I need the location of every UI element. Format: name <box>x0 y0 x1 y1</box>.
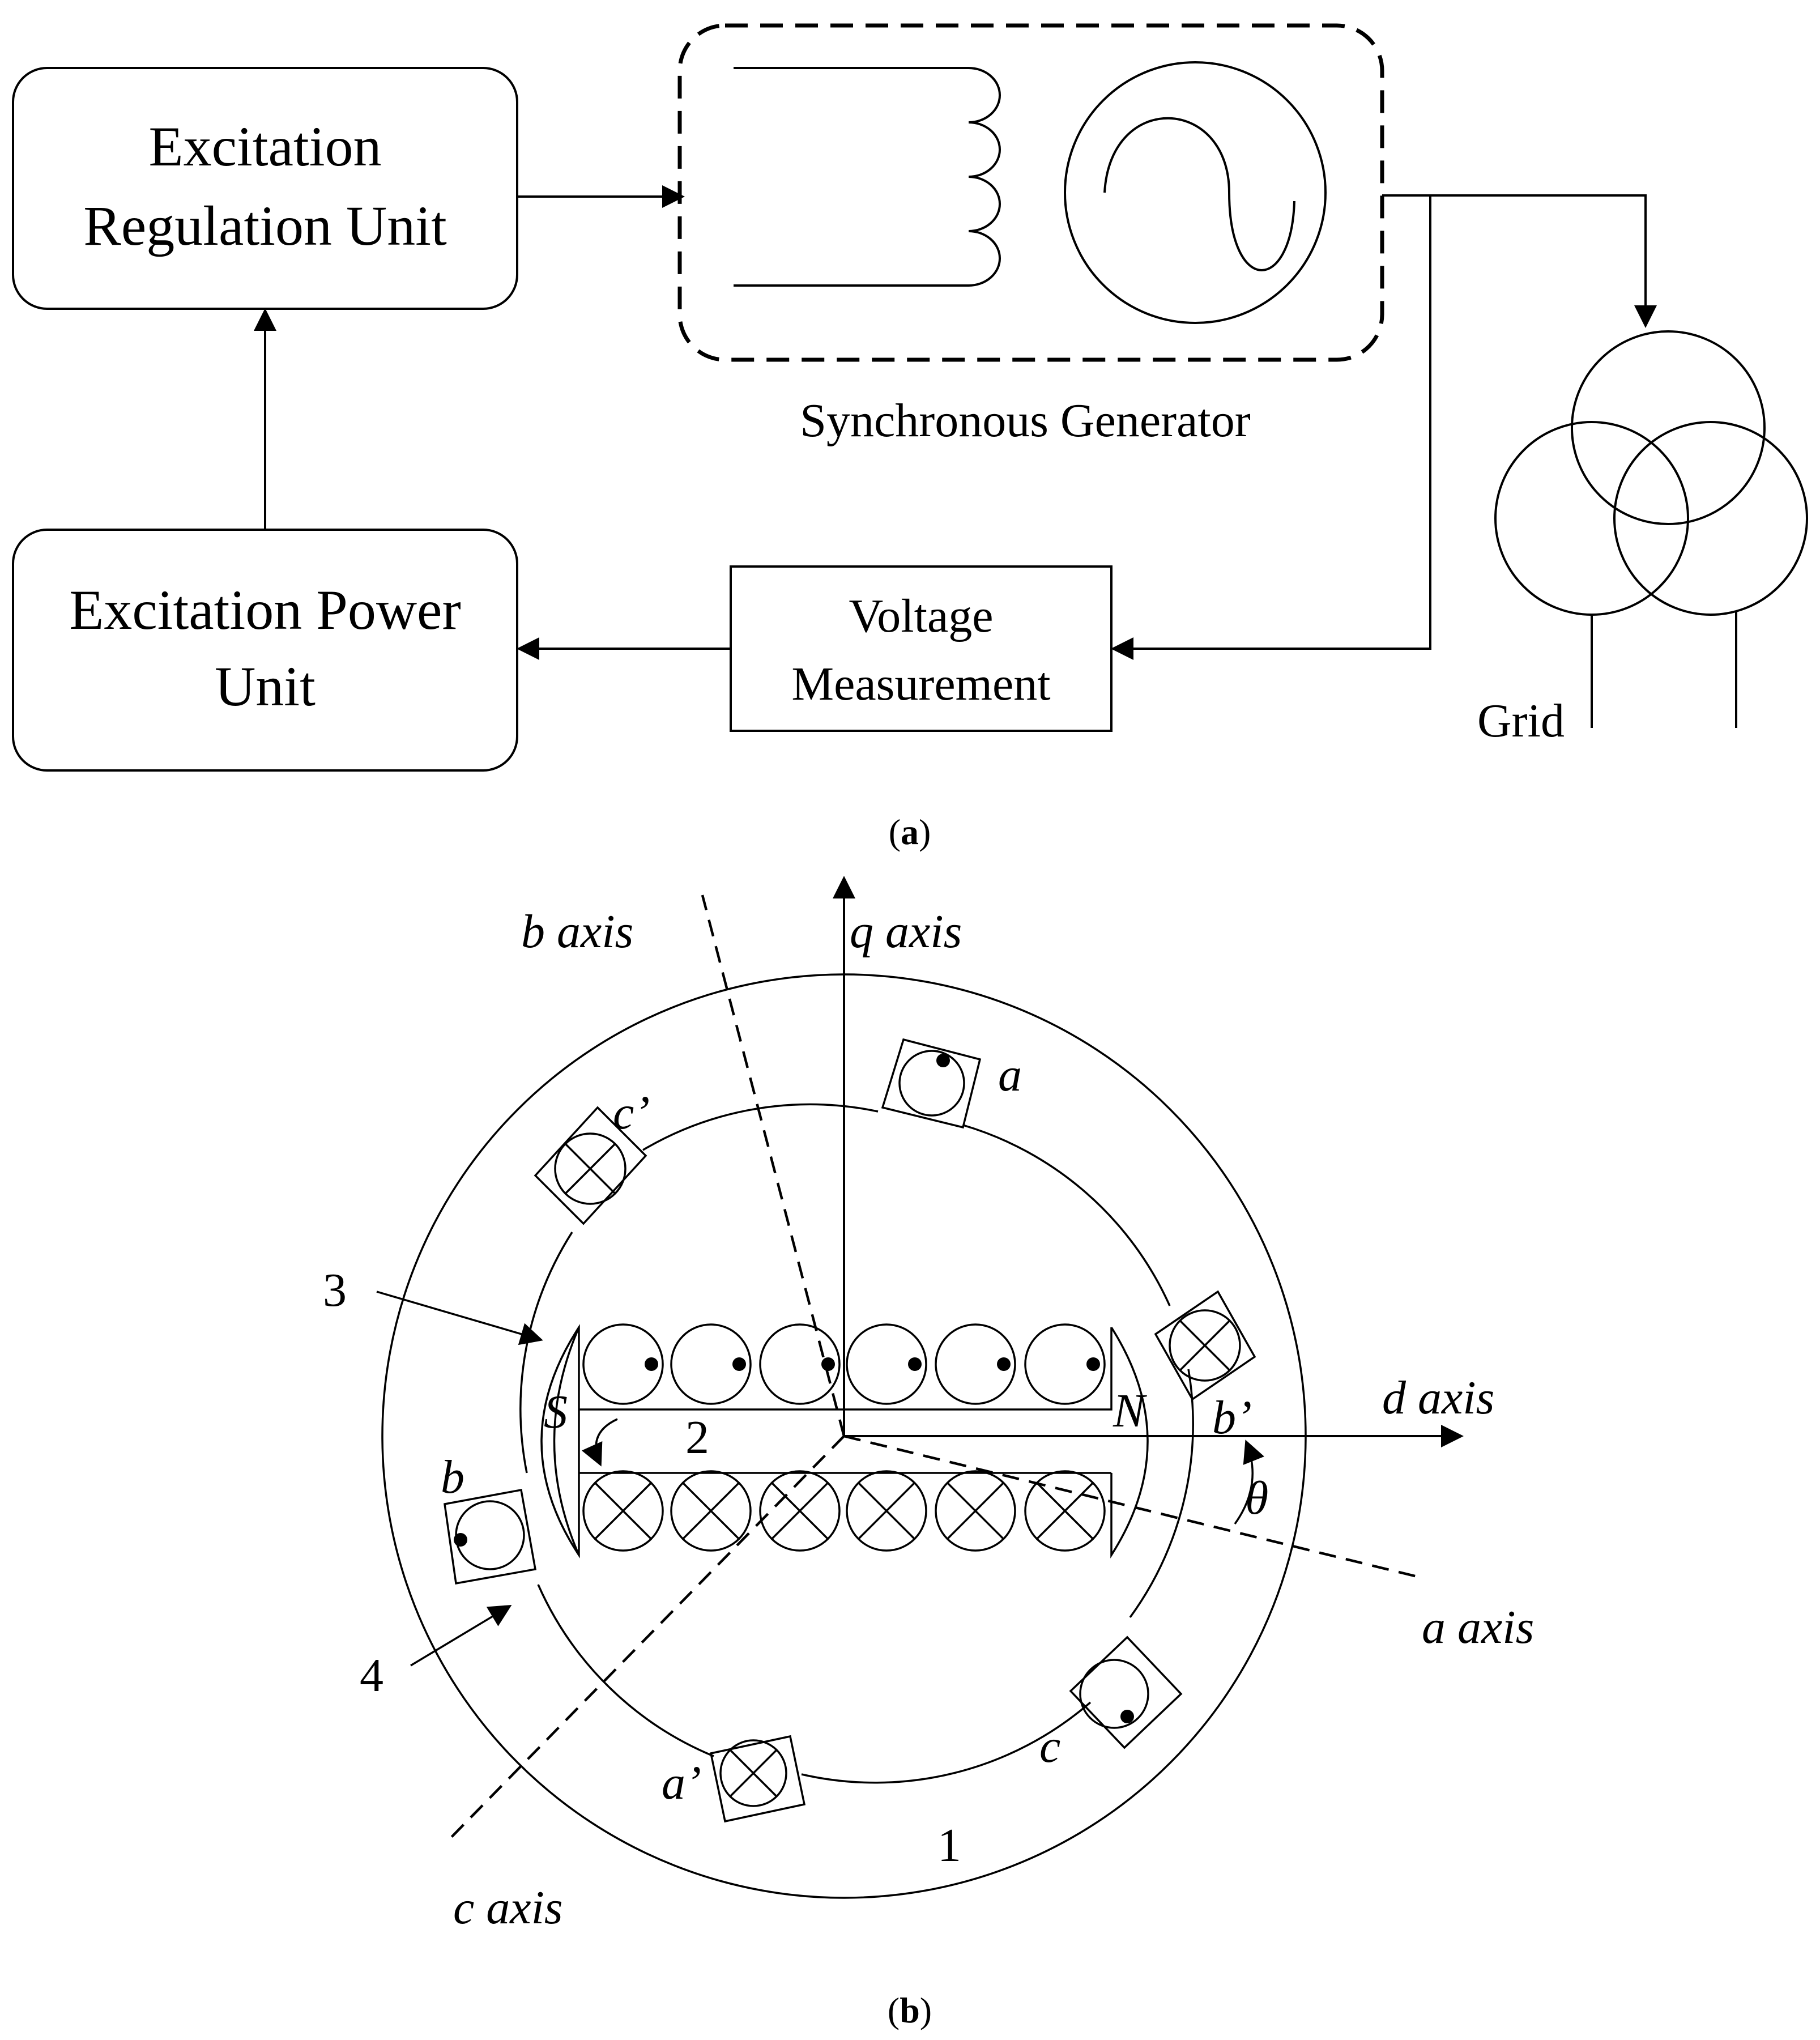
rotor-south-face <box>553 1327 580 1556</box>
south-pole-label: S <box>544 1386 568 1438</box>
generator-dashed-boundary <box>677 23 1384 362</box>
part-3-label: 3 <box>323 1264 347 1317</box>
line-to-voltage-measurement <box>1111 195 1431 660</box>
stator-slot-c-prime <box>534 1106 647 1225</box>
stator-slot-a-prime <box>709 1735 806 1823</box>
stator-number-label: 1 <box>937 1819 961 1872</box>
dot-icon <box>936 1054 950 1067</box>
caption-b: (b) <box>888 1990 932 2030</box>
label-c-prime: c’ <box>613 1087 650 1139</box>
part-3-leader <box>376 1291 543 1345</box>
excitation-regulation-unit-block: Excitation Regulation Unit <box>12 67 518 310</box>
b-axis-line <box>701 895 846 1437</box>
rotor-lower-conductors <box>582 1470 1106 1552</box>
voltage-measurement-block: Voltage Measurement <box>730 565 1113 732</box>
stator-inner-bore <box>519 1103 1194 1784</box>
a-axis-line <box>843 1434 1422 1579</box>
excitation-power-unit-line1: Excitation Power <box>69 578 461 641</box>
grid-label: Grid <box>1477 695 1565 747</box>
voltage-measurement-line1: Voltage <box>849 590 993 642</box>
theta-label: θ <box>1245 1472 1268 1524</box>
north-pole-label: N <box>1113 1385 1147 1437</box>
c-axis-line <box>446 1435 845 1842</box>
q-axis-label: q axis <box>850 905 962 958</box>
dot-icon <box>454 1533 467 1547</box>
rotor-pole-shoe-south <box>540 1324 838 1558</box>
excitation-power-unit-line2: Unit <box>215 655 316 718</box>
rotor-pole-shoe-north <box>838 1327 1149 1558</box>
stator-slot-a <box>881 1038 982 1129</box>
panel-b-machine-cross-section: a c’ b’ b c <box>323 876 1534 2030</box>
excitation-regulation-unit-line1: Excitation <box>149 115 382 178</box>
panel-a-block-diagram: Excitation Regulation Unit Excitation Po… <box>12 23 1808 852</box>
label-b: b <box>441 1451 464 1504</box>
excitation-power-unit-block: Excitation Power Unit <box>12 529 518 772</box>
part-4-label: 4 <box>360 1649 383 1702</box>
synchronous-generator: Synchronous Generator <box>677 23 1384 447</box>
rotor-upper-conductors <box>582 1323 1106 1405</box>
stator-slot-c <box>1069 1636 1183 1749</box>
a-axis-label: a axis <box>1422 1601 1534 1654</box>
ac-source-icon <box>1064 61 1327 324</box>
d-axis-label: d axis <box>1382 1372 1494 1424</box>
synchronous-generator-label: Synchronous Generator <box>800 394 1250 447</box>
stator-slot-b <box>444 1488 537 1585</box>
field-winding-icon <box>734 67 1001 287</box>
dot-icon <box>1120 1710 1134 1723</box>
rotor-number-label: 2 <box>685 1411 709 1464</box>
excitation-regulation-unit-line2: Regulation Unit <box>83 194 447 257</box>
part-4-leader <box>410 1604 512 1667</box>
label-a: a <box>998 1049 1022 1101</box>
theta-arc-icon <box>1234 1440 1264 1525</box>
stator-slot-b-prime <box>1154 1290 1256 1401</box>
grid-transformer-icon <box>1494 330 1808 728</box>
line-generator-to-transformer <box>1382 194 1657 328</box>
b-axis-label: b axis <box>521 905 633 958</box>
voltage-measurement-line2: Measurement <box>791 658 1050 710</box>
sine-wave-icon <box>1103 117 1295 271</box>
c-axis-label: c axis <box>453 1881 563 1934</box>
label-c: c <box>1039 1720 1060 1773</box>
label-a-prime: a’ <box>662 1757 701 1809</box>
caption-a: (a) <box>889 812 931 852</box>
rotation-arrow-icon <box>581 1418 618 1467</box>
